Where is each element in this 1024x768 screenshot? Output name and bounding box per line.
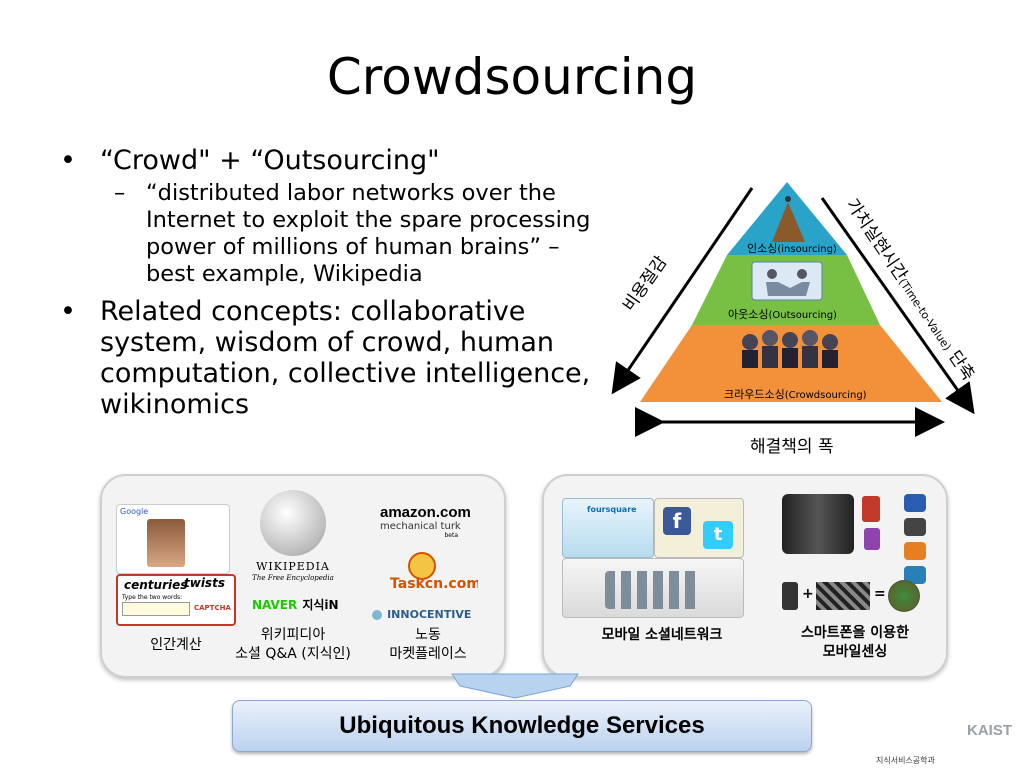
mturk-wordmark: mechanical turk — [380, 521, 461, 532]
cost-reduction-arrow — [611, 187, 754, 395]
foursquare-wordmark: foursquare — [587, 505, 637, 514]
bullet-text-related: Related concepts: collaborative system, … — [100, 296, 591, 420]
kaist-logo: KAIST — [967, 722, 1012, 739]
bullet-text-crowd: “Crowd" + “Outsourcing" — [100, 145, 440, 176]
solution-breadth-label: 해결책의 폭 — [750, 437, 834, 457]
google-logo: Google — [120, 507, 149, 516]
social-network-icons-tile: f t — [654, 498, 744, 558]
bullet-item: • Related concepts: collaborative system… — [58, 296, 613, 420]
jisikin-wordmark: 지식iN — [302, 598, 339, 612]
tier-label-outsourcing-ko: 아웃소싱 — [728, 308, 769, 321]
institution-logos: KAIST 지식서비스공학과 — [876, 722, 1018, 766]
label-human-computation: 인간계산 — [150, 637, 202, 653]
crowd-photo-icon — [816, 582, 870, 610]
time-to-value-arrow — [820, 197, 975, 415]
taskcn-logo: Taskcn.com — [390, 552, 478, 598]
wikipedia-wordmark: WIKIPEDIA — [256, 560, 330, 573]
label-marketplace: 마켓플레이스 — [389, 646, 467, 662]
facebook-icon: f — [663, 507, 691, 535]
sub-bullet-item: – “distributed labor networks over the I… — [114, 180, 613, 288]
label-mobile-sensing-line2: 모바일센싱 — [822, 644, 888, 660]
phone-small-icon — [782, 582, 798, 610]
label-wikipedia: 위키피디아 — [260, 627, 326, 643]
phone-sensor-icons — [860, 490, 904, 556]
wikipedia-globe-icon — [260, 490, 326, 556]
3g-icon — [904, 542, 926, 560]
taskcn-wordmark: Taskcn.com — [390, 576, 478, 592]
lte-icon — [904, 566, 926, 584]
ubiquitous-knowledge-services-banner: Ubiquitous Knowledge Services — [232, 700, 812, 752]
wifi-icon — [904, 518, 926, 536]
captcha-input-field — [122, 602, 190, 616]
captcha-word-twists: twists — [184, 576, 225, 590]
bluetooth-icon — [904, 494, 926, 512]
gps-icon — [864, 528, 880, 550]
label-mobile-sensing: 스마트폰을 이용한 모바일센싱 — [770, 624, 940, 662]
connected-people-tile — [562, 558, 744, 618]
wikipedia-logo: WIKIPEDIA The Free Encyclopedia — [250, 490, 336, 590]
label-mobile-social-network: 모바일 소셜네트워크 — [601, 627, 723, 643]
crowdsourcing-pyramid: 인소싱(insourcing) 아웃소싱(Outsourcing) 크라우드소싱… — [600, 170, 1024, 470]
human-computation-screenshot: Google — [116, 504, 230, 574]
innocentive-wordmark: INNOCENTIVE — [387, 608, 472, 621]
tier-label-outsourcing: 아웃소싱(Outsourcing) — [728, 306, 837, 322]
accelerometer-icon — [862, 496, 880, 522]
amazon-mturk-logo: amazon.com mechanical turk beta — [380, 504, 480, 544]
amazon-wordmark: amazon.com — [380, 504, 471, 521]
tier-label-crowdsourcing-ko: 크라우드소싱 — [724, 388, 785, 401]
innocentive-bulb-icon — [372, 609, 382, 620]
innocentive-logo: INNOCENTIVE — [372, 604, 484, 624]
slide-title: Crowdsourcing — [326, 48, 698, 106]
label-mobile-sensing-line1: 스마트폰을 이용한 — [801, 625, 909, 641]
tier-label-crowdsourcing-en: (Crowdsourcing) — [784, 390, 867, 401]
bullet-dot-icon: • — [60, 296, 76, 327]
smartphones-photo — [782, 494, 854, 554]
mobile-services-panel: foursquare f t + = 모바일 소셜네트워크 스마트폰을 이용한 … — [542, 474, 948, 678]
label-social-qa: 소셜 Q&A (지식인) — [235, 646, 351, 662]
converge-arrow-icon — [451, 673, 579, 699]
connectivity-icons — [902, 490, 928, 590]
tier-label-insourcing: 인소싱(insourcing) — [747, 240, 837, 256]
tier-label-insourcing-en: (insourcing) — [777, 244, 837, 255]
captcha-word-centuries: centuries — [124, 578, 188, 592]
department-name: 지식서비스공학과 — [876, 756, 935, 765]
mturk-beta: beta — [444, 532, 458, 539]
tier-label-crowdsourcing: 크라우드소싱(Crowdsourcing) — [724, 386, 867, 402]
crowd-people-icon — [742, 330, 838, 368]
captcha-tile: centuries twists Type the two words: CAP… — [116, 574, 236, 626]
label-labor: 노동 — [415, 627, 441, 643]
bullet-dot-icon: • — [60, 145, 76, 176]
plus-icon: + — [802, 586, 814, 602]
pyramid-graphic — [611, 182, 975, 437]
tier-label-outsourcing-en: (Outsourcing) — [768, 310, 837, 321]
people-silhouettes-icon — [605, 571, 701, 609]
dash-icon: – — [114, 180, 126, 206]
crowd-services-panel: Google centuries twists Type the two wor… — [100, 474, 506, 678]
mobile-sensing-equation: + = — [782, 580, 928, 612]
bullet-list: • “Crowd" + “Outsourcing" – “distributed… — [58, 145, 613, 420]
twitter-icon: t — [703, 521, 733, 549]
sub-bullet-text: “distributed labor networks over the Int… — [146, 180, 591, 287]
naver-jisikin-logo: NAVER 지식iN — [252, 594, 352, 614]
foursquare-tile: foursquare — [562, 498, 654, 558]
equals-icon: = — [874, 586, 886, 602]
bullet-item: • “Crowd" + “Outsourcing" — [58, 145, 613, 176]
captcha-prompt: Type the two words: — [122, 594, 183, 601]
label-wikipedia-social-qa: 위키피디아 소셜 Q&A (지식인) — [228, 626, 358, 664]
captcha-logo: CAPTCHA — [194, 604, 231, 612]
taskcn-mascot-icon — [408, 552, 436, 580]
mountain-climber-icon — [772, 202, 805, 242]
wikipedia-tagline: The Free Encyclopedia — [252, 574, 334, 582]
naver-wordmark: NAVER — [252, 598, 298, 612]
face-photo-icon — [147, 519, 185, 567]
sensing-map-icon — [888, 580, 920, 612]
label-labor-marketplace: 노동 마켓플레이스 — [370, 626, 486, 664]
tier-label-insourcing-ko: 인소싱 — [747, 242, 778, 255]
